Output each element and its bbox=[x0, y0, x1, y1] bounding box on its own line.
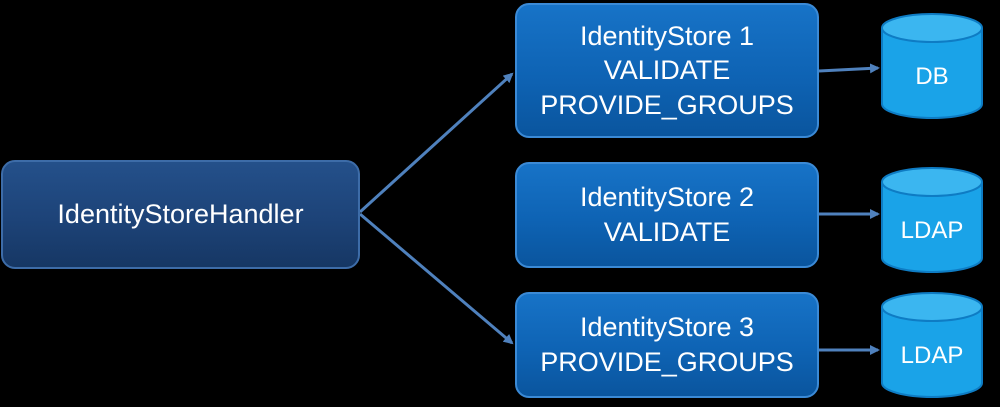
ldap-cylinder: LDAP bbox=[880, 166, 984, 274]
database-cylinder-icon bbox=[881, 292, 983, 398]
identity-store-1-box: IdentityStore 1 VALIDATE PROVIDE_GROUPS bbox=[515, 3, 819, 138]
handler-label: IdentityStoreHandler bbox=[57, 199, 304, 230]
store-capability: VALIDATE bbox=[603, 55, 731, 86]
identity-store-3-box: IdentityStore 3 PROVIDE_GROUPS bbox=[515, 292, 819, 398]
arrow-store-1-to-db bbox=[818, 63, 880, 74]
identity-store-2-box: IdentityStore 2 VALIDATE bbox=[515, 162, 819, 268]
store-name: IdentityStore 3 bbox=[579, 312, 755, 343]
db-cylinder: DB bbox=[880, 12, 984, 120]
backend-label: LDAP bbox=[900, 342, 964, 369]
backend-label: DB bbox=[915, 63, 949, 90]
arrow-handler-to-store-1 bbox=[358, 72, 514, 214]
identity-store-handler-box: IdentityStoreHandler bbox=[1, 160, 360, 269]
backend-label: LDAP bbox=[900, 217, 964, 244]
store-name: IdentityStore 1 bbox=[579, 20, 755, 51]
store-capability: PROVIDE_GROUPS bbox=[540, 89, 794, 120]
store-name: IdentityStore 2 bbox=[579, 182, 755, 213]
ldap-cylinder: LDAP bbox=[880, 291, 984, 399]
database-cylinder-icon bbox=[881, 13, 983, 119]
store-capability: PROVIDE_GROUPS bbox=[540, 347, 794, 377]
database-cylinder-icon bbox=[881, 167, 983, 273]
arrow-handler-to-store-3 bbox=[359, 212, 514, 345]
store-capability: VALIDATE bbox=[603, 217, 731, 247]
